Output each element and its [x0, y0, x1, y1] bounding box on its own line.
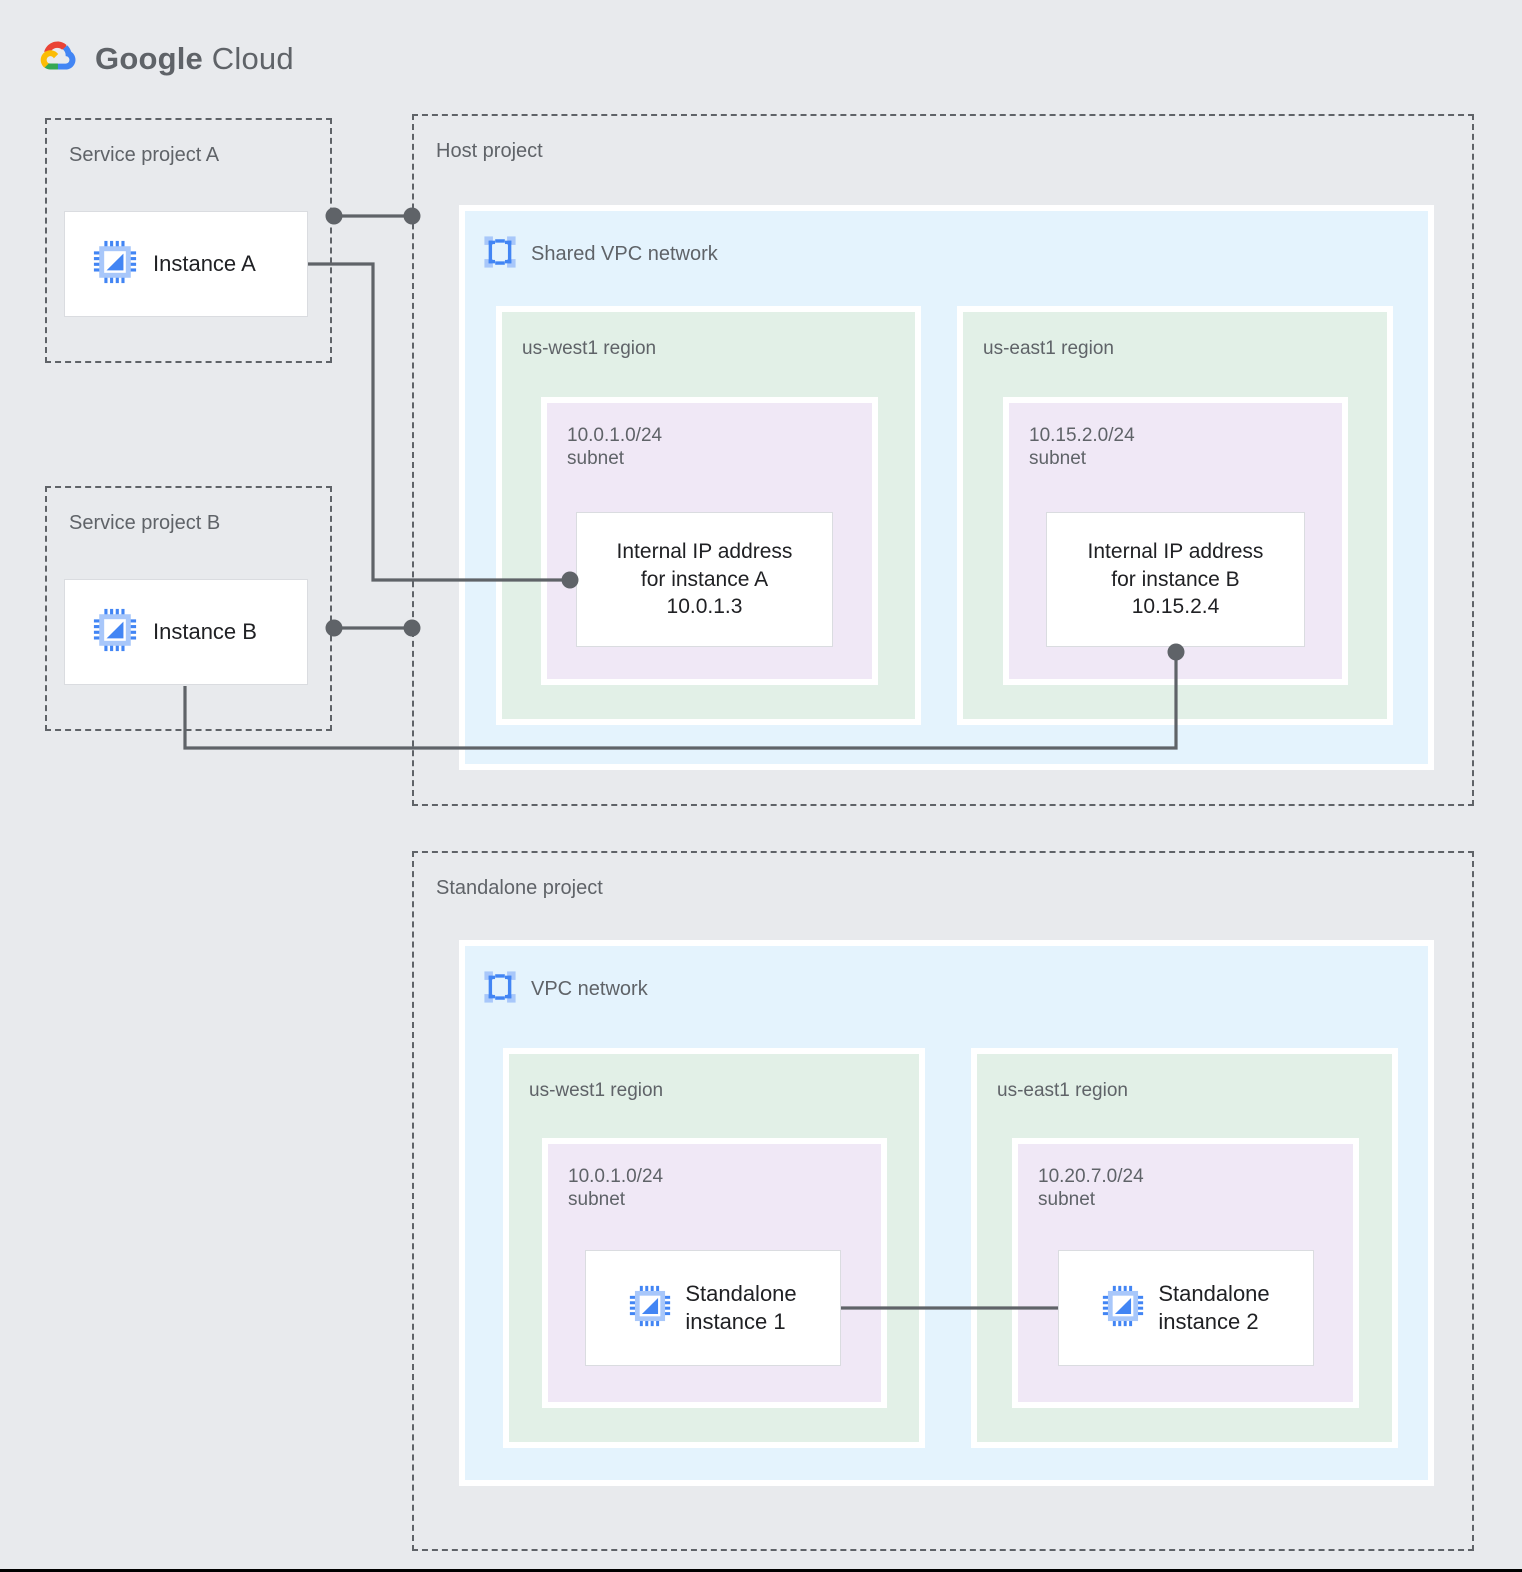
standalone-project-container: Standalone project	[412, 851, 1474, 1551]
internal-ip-instance-a-card[interactable]: Internal IP address for instance A 10.0.…	[576, 512, 833, 647]
internal-ip-instance-b-card[interactable]: Internal IP address for instance B 10.15…	[1046, 512, 1305, 647]
google-cloud-logo-icon	[34, 36, 82, 81]
instance-b-card[interactable]: Instance B	[64, 579, 308, 685]
vm-instance-icon	[93, 608, 137, 657]
standalone-instance-1-label: Standalone instance 1	[685, 1280, 797, 1334]
standalone-instance-2-card[interactable]: Standalone instance 2	[1058, 1250, 1314, 1366]
brand-cloud: Cloud	[202, 40, 294, 76]
standalone-subnet-us-east1-label: 10.20.7.0/24 subnet	[1038, 1166, 1144, 1210]
host-project-title: Host project	[436, 140, 543, 162]
internal-ip-instance-a-text: Internal IP address for instance A 10.0.…	[616, 539, 793, 619]
vm-instance-icon	[1102, 1285, 1144, 1332]
vpc-network-header: VPC network	[483, 970, 648, 1009]
vpc-network-icon	[483, 970, 517, 1009]
service-project-a-title: Service project A	[69, 144, 220, 166]
standalone-project-title: Standalone project	[436, 877, 603, 899]
standalone-subnet-us-west1-label: 10.0.1.0/24 subnet	[568, 1166, 664, 1210]
standalone-instance-1-card[interactable]: Standalone instance 1	[585, 1250, 841, 1366]
host-region-us-east1-label: us-east1 region	[983, 338, 1114, 359]
google-cloud-brand: Google Cloud	[34, 36, 294, 81]
shared-vpc-network-header: Shared VPC network	[483, 235, 718, 274]
standalone-region-us-west1-label: us-west1 region	[529, 1080, 664, 1101]
brand-google: Google	[95, 40, 203, 76]
host-region-us-west1-label: us-west1 region	[522, 338, 657, 359]
vm-instance-icon	[93, 240, 137, 289]
host-subnet-us-west1-label: 10.0.1.0/24 subnet	[567, 425, 663, 469]
instance-a-card[interactable]: Instance A	[64, 211, 308, 317]
vm-instance-icon	[629, 1285, 671, 1332]
instance-b-label: Instance B	[153, 618, 257, 644]
shared-vpc-network-label: Shared VPC network	[531, 243, 718, 265]
vpc-network-icon	[483, 235, 517, 274]
standalone-region-us-east1-label: us-east1 region	[997, 1080, 1128, 1101]
brand-wordmark: Google Cloud	[95, 41, 294, 77]
internal-ip-instance-b-text: Internal IP address for instance B 10.15…	[1087, 539, 1264, 619]
service-project-a-container: Service project A	[45, 118, 332, 363]
instance-a-label: Instance A	[153, 250, 256, 276]
standalone-instance-2-label: Standalone instance 2	[1158, 1280, 1270, 1334]
host-subnet-us-east1-label: 10.15.2.0/24 subnet	[1029, 425, 1135, 469]
vpc-network-label: VPC network	[531, 978, 648, 1000]
service-project-b-title: Service project B	[69, 512, 221, 534]
